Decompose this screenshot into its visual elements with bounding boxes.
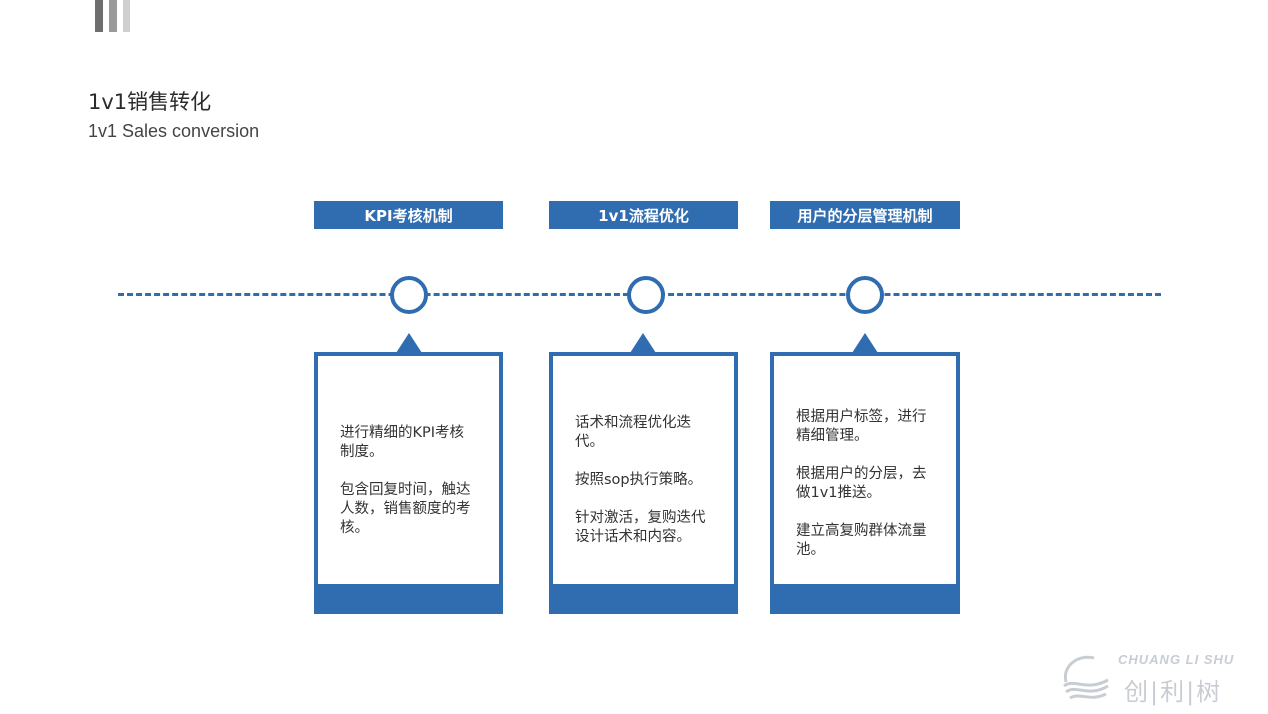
card-3-paragraph-3: 建立高复购群体流量池。 (796, 523, 927, 558)
timeline-node-1 (390, 276, 428, 314)
card-1-paragraph-1: 进行精细的KPI考核制度。 (340, 425, 465, 460)
tag-kpi: KPI考核机制 (314, 201, 503, 229)
brand-logo: CHUANG LI SHU 创|利|树 (1060, 650, 1260, 706)
card-footer-1 (318, 584, 499, 610)
timeline-node-2 (627, 276, 665, 314)
card-pointer-3 (852, 333, 878, 353)
logo-wave-icon (1063, 655, 1109, 700)
card-body-2: 话术和流程优化迭代。 按照sop执行策略。 针对激活，复购迭代设计话术和内容。 (575, 414, 712, 566)
card-2-paragraph-1: 话术和流程优化迭代。 (575, 415, 691, 450)
card-footer-2 (553, 584, 734, 610)
tag-user-layering: 用户的分层管理机制 (770, 201, 960, 229)
card-3-paragraph-2: 根据用户的分层，去做1v1推送。 (796, 466, 927, 501)
card-2-paragraph-2: 按照sop执行策略。 (575, 472, 703, 488)
card-kpi: 进行精细的KPI考核制度。 包含回复时间，触达人数，销售额度的考核。 (314, 352, 503, 614)
decor-bar-1 (95, 0, 103, 32)
logo-text-en: CHUANG LI SHU (1118, 652, 1235, 667)
card-1-paragraph-2: 包含回复时间，触达人数，销售额度的考核。 (340, 482, 471, 536)
card-pointer-1 (396, 333, 422, 353)
card-2-paragraph-3: 针对激活，复购迭代设计话术和内容。 (575, 510, 706, 545)
timeline-node-3 (846, 276, 884, 314)
card-pointer-2 (630, 333, 656, 353)
page-title: 1v1销售转化 (88, 90, 212, 114)
card-body-3: 根据用户标签，进行精细管理。 根据用户的分层，去做1v1推送。 建立高复购群体流… (796, 408, 934, 579)
page-subtitle: 1v1 Sales conversion (88, 121, 260, 141)
tag-process: 1v1流程优化 (549, 201, 738, 229)
card-process: 话术和流程优化迭代。 按照sop执行策略。 针对激活，复购迭代设计话术和内容。 (549, 352, 738, 614)
card-footer-3 (774, 584, 956, 610)
decor-bar-2 (109, 0, 117, 32)
card-3-paragraph-1: 根据用户标签，进行精细管理。 (796, 409, 927, 444)
card-user-layering: 根据用户标签，进行精细管理。 根据用户的分层，去做1v1推送。 建立高复购群体流… (770, 352, 960, 614)
card-body-1: 进行精细的KPI考核制度。 包含回复时间，触达人数，销售额度的考核。 (340, 424, 477, 557)
decor-bar-3 (123, 0, 130, 32)
logo-text-cn: 创|利|树 (1124, 678, 1223, 706)
